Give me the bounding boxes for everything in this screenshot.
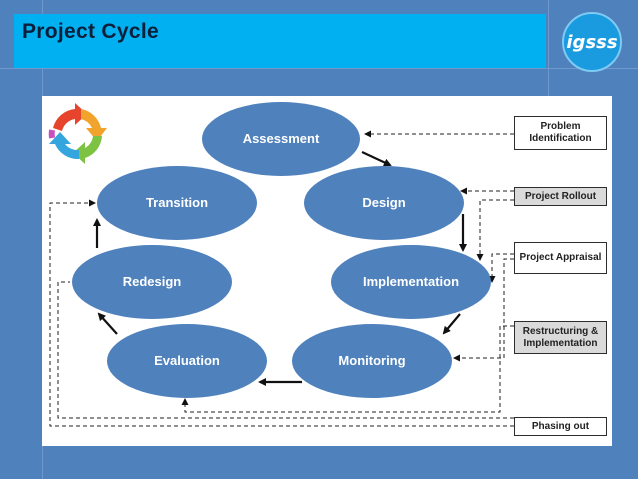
- node-transition-label: Transition: [146, 195, 208, 210]
- node-redesign-label: Redesign: [123, 274, 182, 289]
- recycle-arrows-icon: [48, 103, 107, 164]
- node-assessment: Assessment: [202, 102, 360, 176]
- project-cycle-diagram: Assessment Design Implementation Monitor…: [48, 102, 514, 427]
- node-design-label: Design: [362, 195, 405, 210]
- node-evaluation: Evaluation: [107, 324, 267, 398]
- dashed-connectors: [49, 130, 514, 427]
- decorative-line: [548, 0, 549, 96]
- header-bar: [14, 14, 546, 68]
- slide-title: Project Cycle: [22, 20, 159, 43]
- content-area: Assessment Design Implementation Monitor…: [42, 96, 612, 446]
- node-implementation: Implementation: [331, 245, 491, 319]
- phase-phasing-out: Phasing out: [514, 417, 607, 436]
- node-transition: Transition: [97, 166, 257, 240]
- node-implementation-label: Implementation: [363, 274, 459, 289]
- node-design: Design: [304, 166, 464, 240]
- phase-problem-identification: Problem Identification: [514, 116, 607, 150]
- node-evaluation-label: Evaluation: [154, 353, 220, 368]
- cycle-arrows: [93, 151, 467, 386]
- node-monitoring: Monitoring: [292, 324, 452, 398]
- decorative-line: [0, 68, 638, 69]
- node-redesign: Redesign: [72, 245, 232, 319]
- node-assessment-label: Assessment: [243, 131, 320, 146]
- phase-project-appraisal: Project Appraisal: [514, 242, 607, 274]
- phase-restructuring-implementation: Restructuring & Implementation: [514, 321, 607, 354]
- node-monitoring-label: Monitoring: [338, 353, 405, 368]
- phase-project-rollout: Project Rollout: [514, 187, 607, 206]
- igsss-logo: igsss: [562, 12, 622, 72]
